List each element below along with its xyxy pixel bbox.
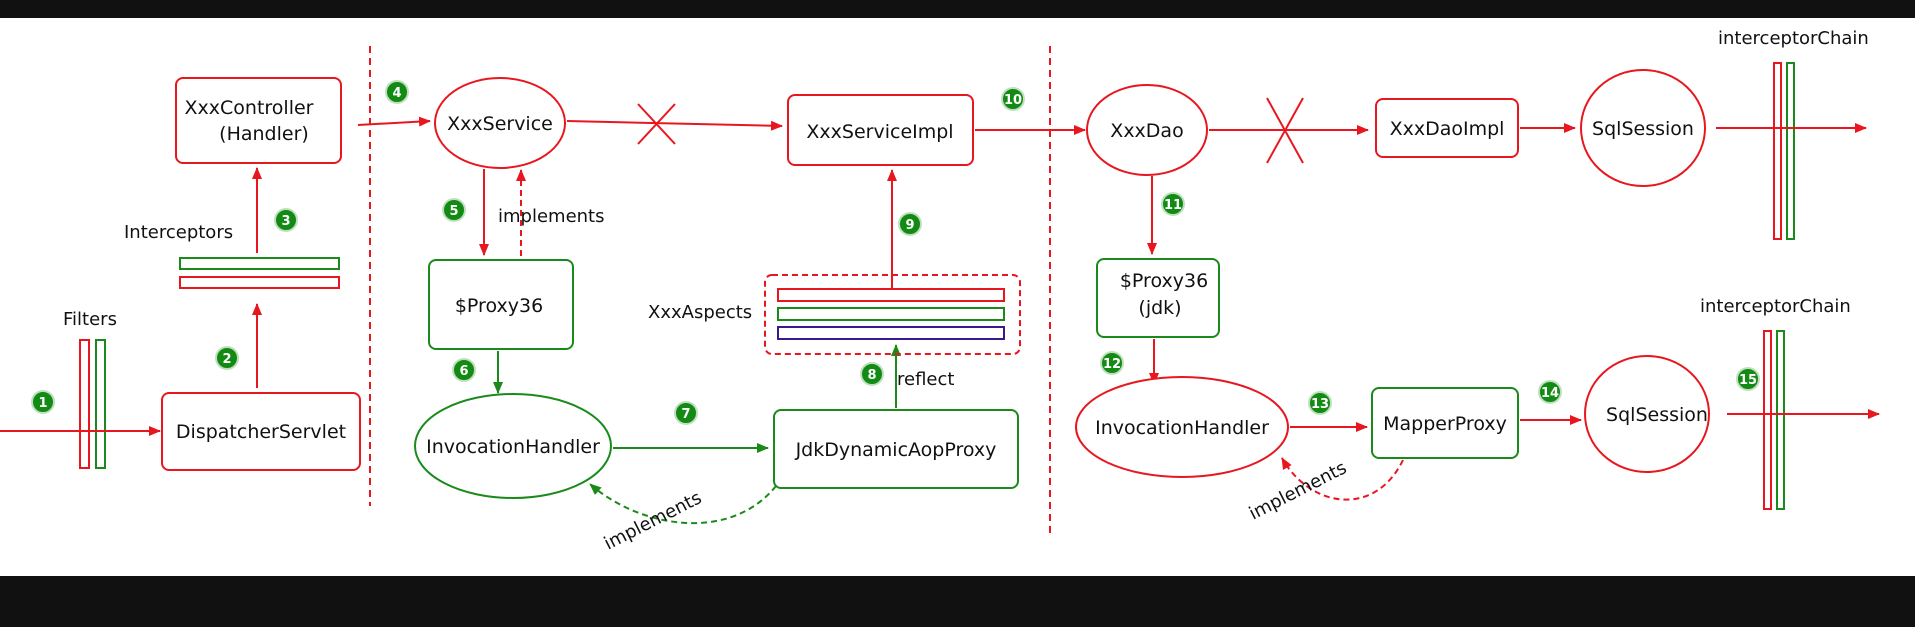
step-badge-6-text: 6: [459, 364, 468, 379]
aspect-bar-purple: [777, 326, 1005, 340]
interceptor-chain-bottom-label: interceptorChain: [1700, 296, 1851, 317]
sqlsession-bottom-label: SqlSession: [1606, 404, 1708, 426]
step-badge-9: 9: [898, 212, 922, 236]
step-badge-3-text: 3: [281, 214, 290, 229]
step-badge-9-text: 9: [905, 218, 914, 233]
dao-ellipse: [1086, 84, 1208, 176]
arrow-jdk-implements-invocation: [589, 483, 777, 525]
proxy-right-box: [1096, 258, 1220, 338]
step-badge-1-text: 1: [38, 396, 47, 411]
step-badge-12: 12: [1100, 351, 1124, 375]
step-badge-8: 8: [860, 362, 884, 386]
implements-service-label: implements: [498, 206, 605, 227]
chain-bottom-bar-green: [1776, 330, 1785, 510]
step-badge-15-text: 15: [1739, 373, 1757, 388]
service-impl-box: [787, 94, 974, 166]
proxy-left-label: $Proxy36: [455, 295, 543, 317]
step-badge-14: 14: [1538, 380, 1562, 404]
invocation-right-ellipse: [1075, 376, 1289, 478]
dispatcher-servlet-label: DispatcherServlet: [176, 421, 346, 443]
step-badge-4: 4: [385, 80, 409, 104]
controller-box: [175, 77, 342, 164]
architecture-diagram: Filters DispatcherServlet Interceptors X…: [0, 28, 1880, 554]
step-badge-7-text: 7: [681, 407, 690, 422]
arrow-controller-to-service: [357, 116, 431, 127]
aspects-label: XxxAspects: [648, 302, 752, 323]
aspect-bar-red: [777, 288, 1005, 302]
step-badge-1: 1: [31, 390, 55, 414]
proxy-right-label-line1: $Proxy36: [1120, 270, 1208, 292]
service-ellipse: [434, 77, 566, 169]
sqlsession-bottom-ellipse: [1584, 355, 1710, 473]
proxy-left-box: [428, 259, 574, 350]
step-badge-11-text: 11: [1164, 198, 1182, 213]
filters-label: Filters: [63, 309, 117, 330]
proxy-right-label-line2: (jdk): [1138, 297, 1181, 319]
dao-impl-box: [1375, 98, 1519, 158]
controller-label-line1: XxxController: [185, 97, 314, 119]
step-badge-3: 3: [274, 208, 298, 232]
step-badge-13-text: 13: [1311, 397, 1329, 412]
dispatcher-servlet-box: [161, 392, 361, 471]
aspect-bar-green: [777, 307, 1005, 321]
step-badge-6: 6: [452, 358, 476, 382]
reflect-label: reflect: [897, 369, 954, 390]
dao-label: XxxDao: [1110, 120, 1183, 142]
step-badge-10-text: 10: [1004, 93, 1022, 108]
step-badge-15: 15: [1736, 367, 1760, 391]
step-badge-2: 2: [215, 346, 239, 370]
step-badge-4-text: 4: [392, 86, 401, 101]
step-badge-14-text: 14: [1541, 386, 1559, 401]
filter-bar-red: [79, 339, 90, 469]
controller-label-line2: (Handler): [219, 123, 309, 145]
invocation-right-label: InvocationHandler: [1095, 417, 1269, 439]
step-badge-2-text: 2: [222, 352, 231, 367]
invocation-left-ellipse: [414, 393, 612, 499]
sqlsession-top-ellipse: [1580, 69, 1706, 187]
step-badge-13: 13: [1308, 391, 1332, 415]
step-badge-8-text: 8: [867, 368, 876, 383]
chain-bottom-bar-red: [1763, 330, 1772, 510]
mapper-proxy-label: MapperProxy: [1383, 413, 1507, 435]
chain-top-bar-red: [1773, 62, 1782, 240]
interceptor-chain-top-label: interceptorChain: [1718, 28, 1869, 49]
jdk-aop-label: JdkDynamicAopProxy: [795, 439, 997, 461]
mapper-proxy-box: [1371, 387, 1519, 459]
step-badge-5: 5: [442, 198, 466, 222]
service-label: XxxService: [447, 113, 553, 135]
step-badge-12-text: 12: [1103, 357, 1121, 372]
interceptor-bar-green: [179, 257, 340, 270]
chain-top-bar-green: [1786, 62, 1795, 240]
diagram-panel: Filters DispatcherServlet Interceptors X…: [0, 18, 1915, 576]
step-badge-10: 10: [1001, 87, 1025, 111]
arrow-service-to-impl: [566, 120, 783, 131]
jdk-aop-box: [773, 409, 1019, 489]
step-badge-11: 11: [1161, 192, 1185, 216]
arrow-mapper-implements-invocation: [1281, 457, 1404, 501]
step-badge-7: 7: [674, 401, 698, 425]
filter-bar-green: [95, 339, 106, 469]
service-impl-label: XxxServiceImpl: [806, 121, 953, 143]
interceptor-bar-red: [179, 276, 340, 289]
implements-mapper-label: implements: [1246, 457, 1350, 524]
blocked-cross-2: [1266, 97, 1304, 164]
step-badge-5-text: 5: [449, 204, 458, 219]
dao-impl-label: XxxDaoImpl: [1390, 118, 1505, 140]
implements-jdk-label: implements: [601, 487, 705, 554]
sqlsession-top-label: SqlSession: [1592, 118, 1694, 140]
blocked-cross-1: [637, 103, 676, 145]
interceptors-label: Interceptors: [124, 222, 233, 243]
invocation-left-label: InvocationHandler: [426, 436, 600, 458]
